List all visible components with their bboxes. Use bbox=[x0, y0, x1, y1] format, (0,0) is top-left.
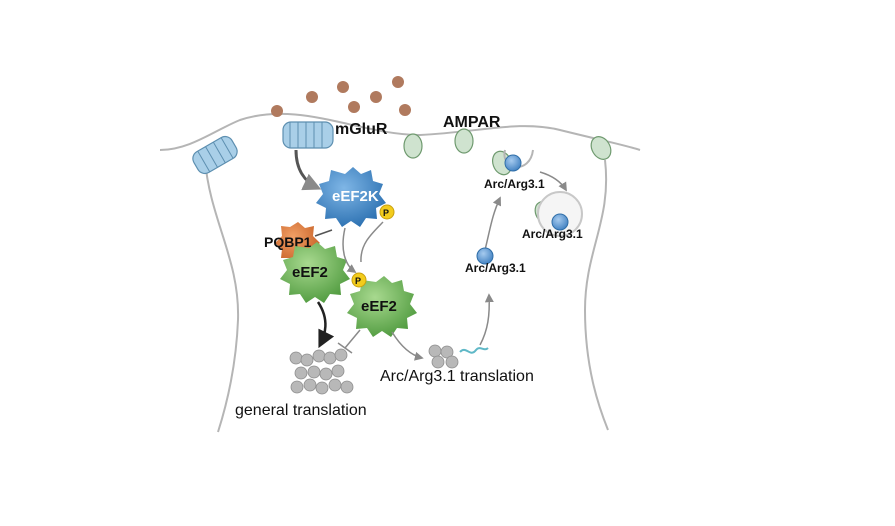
spine-neck-left bbox=[204, 159, 240, 433]
phospho-eef2-icon bbox=[351, 272, 367, 288]
arrow-mglur-to-eef2k bbox=[294, 149, 322, 191]
eef2-right-icon bbox=[347, 276, 417, 337]
general-translation-label: general translation bbox=[235, 402, 367, 419]
arrow-eef2k-to-eef2p bbox=[342, 227, 357, 274]
phospho-label: P bbox=[383, 208, 389, 218]
arc-top-label: Arc/Arg3.1 bbox=[484, 177, 545, 191]
eef2k-kinase-icon bbox=[316, 167, 386, 227]
arrow-p-to-eef2 bbox=[360, 221, 384, 263]
pqbp1-label: PQBP1 bbox=[264, 234, 312, 250]
mrna-icon bbox=[459, 347, 489, 354]
arrow-eef2-general bbox=[316, 301, 335, 349]
eef2-left-label: eEF2 bbox=[292, 264, 328, 281]
ribosome-cluster-general-icon bbox=[289, 348, 354, 395]
eef2-right-label: eEF2 bbox=[361, 298, 397, 315]
inhibit-eef2p-general bbox=[337, 329, 361, 354]
arc-protein-top-icon bbox=[504, 154, 522, 172]
mglur-receptor-left-icon bbox=[192, 135, 238, 175]
arc-mid-label: Arc/Arg3.1 bbox=[465, 261, 526, 275]
spine-neck-right bbox=[583, 159, 609, 431]
eef2-left-icon bbox=[280, 242, 350, 303]
arrow-translation-to-arc bbox=[479, 293, 494, 346]
phospho-eef2-label: P bbox=[355, 276, 361, 286]
spine-membrane bbox=[159, 112, 641, 151]
arrow-eef2p-arc-translation bbox=[391, 331, 424, 361]
arc-endosome-label: Arc/Arg3.1 bbox=[522, 227, 583, 241]
arc-protein-mid-icon bbox=[476, 247, 494, 265]
arrow-endocytosis bbox=[539, 171, 567, 192]
arc-translation-label: Arc/Arg3.1 translation bbox=[380, 368, 534, 385]
mglur-label: mGluR bbox=[335, 121, 388, 138]
arrow-arc-to-membrane bbox=[484, 196, 502, 251]
arc-protein-endosome-icon bbox=[551, 213, 569, 231]
mglur-receptor-icon bbox=[282, 121, 334, 149]
ribosome-arc-icon bbox=[428, 344, 459, 369]
ampar-label: AMPAR bbox=[443, 114, 501, 131]
eef2k-label: eEF2K bbox=[332, 188, 379, 205]
phospho-icon bbox=[379, 204, 395, 220]
glutamate-molecules bbox=[271, 76, 411, 117]
inhibit-pqbp1-eef2k bbox=[314, 229, 333, 237]
